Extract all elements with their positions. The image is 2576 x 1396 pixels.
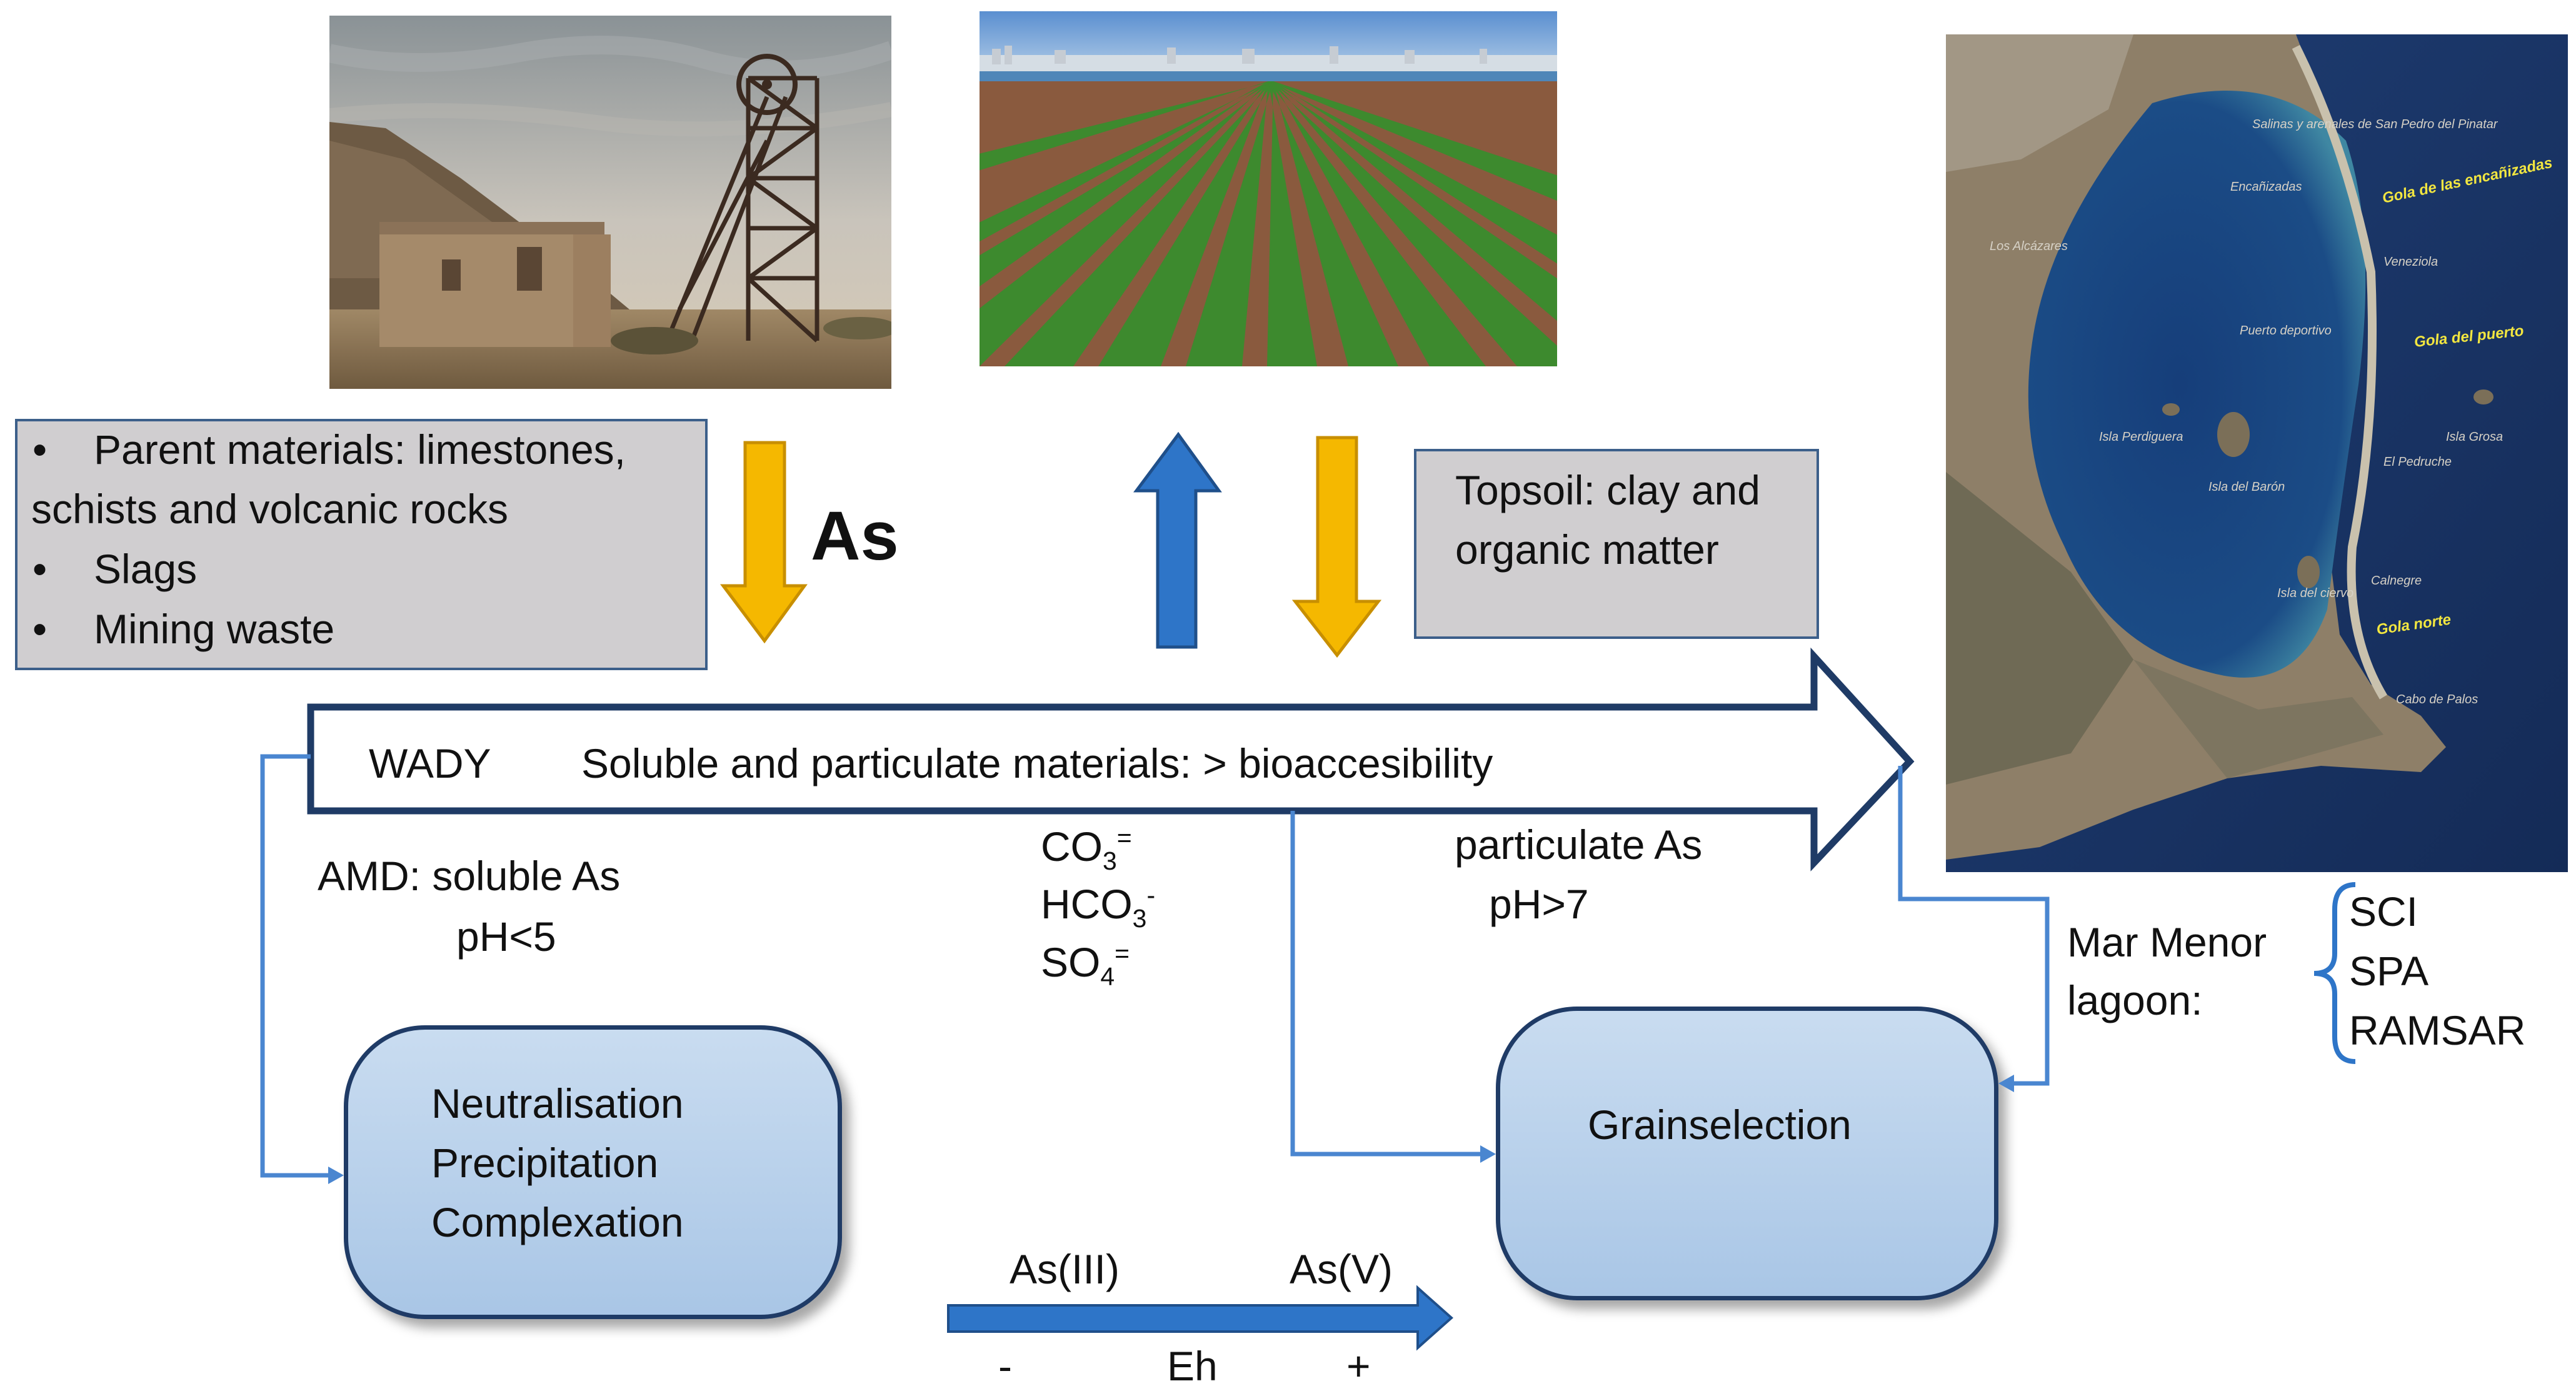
- arsenic-label: As: [811, 498, 899, 575]
- designation-spa: SPA: [2349, 948, 2429, 994]
- grainselection-box: [1496, 1007, 1998, 1300]
- map-label: Encañizadas: [2230, 180, 2302, 194]
- crop-field-photo: [980, 11, 1557, 366]
- mar-menor-lagoon: lagoon:: [2067, 977, 2203, 1023]
- bullet-dot: •: [33, 606, 48, 652]
- redox-minus: -: [998, 1343, 1012, 1389]
- map-label: Isla del ciervo: [2277, 586, 2353, 600]
- yellow-down-arrow: [720, 441, 808, 644]
- designation-ramsar: RAMSAR: [2349, 1007, 2526, 1053]
- map-label: Salinas y arenales de San Pedro del Pina…: [2252, 118, 2498, 131]
- particulate-ph: pH>7: [1489, 881, 1589, 927]
- redox-eh: Eh: [1167, 1343, 1218, 1389]
- ion-bicarbonate: HCO3-: [1041, 881, 1156, 933]
- designations-brace: [2313, 882, 2356, 1064]
- yellow-down-arrow: [1291, 436, 1382, 658]
- redox-as-v: As(V): [1290, 1246, 1393, 1292]
- process-neutralisation: Neutralisation: [431, 1080, 684, 1127]
- amd-label: AMD: soluble As: [318, 853, 621, 899]
- map-label: Calnegre: [2371, 574, 2422, 588]
- connector-to-neutralisation: [260, 754, 338, 1178]
- map-label: Veneziola: [2383, 255, 2438, 269]
- map-label: Puerto deportivo: [2240, 324, 2332, 338]
- connector-to-grainselection: [1290, 811, 1490, 1157]
- amd-ph: pH<5: [456, 913, 556, 960]
- mar-menor-satellite-map: Salinas y arenales de San Pedro del Pina…: [1946, 34, 2568, 872]
- ion-sulfate: SO4=: [1041, 939, 1130, 992]
- map-label: Isla Grosa: [2446, 430, 2503, 444]
- bullet-mining-waste: Mining waste: [94, 606, 335, 652]
- mine-headframe-photo: [329, 16, 891, 389]
- topsoil-box: [1414, 449, 1819, 639]
- main-flow-text: Soluble and particulate materials: > bio…: [581, 740, 1493, 786]
- source-materials-box: [15, 419, 708, 670]
- redox-plus: +: [1346, 1343, 1371, 1389]
- redox-arrow: [947, 1285, 1454, 1351]
- blue-up-arrow: [1133, 431, 1222, 649]
- wady-label: WADY: [369, 740, 491, 786]
- bullet-dot: •: [33, 426, 48, 473]
- main-flow-arrow: [307, 647, 1915, 871]
- designation-sci: SCI: [2349, 888, 2418, 935]
- connector-arrowhead: [1480, 1145, 1496, 1163]
- bullet-parent-materials: Parent materials: limestones,: [94, 426, 626, 473]
- map-label: Los Alcázares: [1990, 239, 2068, 253]
- ion-carbonate: CO3=: [1041, 823, 1132, 876]
- process-complexation: Complexation: [431, 1199, 684, 1245]
- bullet-slags: Slags: [94, 546, 198, 592]
- map-label: Cabo de Palos: [2396, 693, 2478, 706]
- bullet-continuation: schists and volcanic rocks: [31, 486, 508, 532]
- topsoil-line-1: Topsoil: clay and: [1455, 467, 1760, 513]
- map-label: El Pedruche: [2383, 455, 2452, 469]
- neutralisation-box: [344, 1025, 842, 1319]
- redox-as-iii: As(III): [1010, 1246, 1120, 1292]
- map-label: Isla del Barón: [2208, 480, 2285, 494]
- map-label: Isla Perdiguera: [2099, 430, 2183, 444]
- topsoil-line-2: organic matter: [1455, 526, 1719, 573]
- connector-arrowhead: [328, 1167, 344, 1184]
- connector-arrowhead: [1998, 1075, 2014, 1092]
- process-grainselection: Grainselection: [1588, 1102, 1852, 1148]
- connector-mar-menor: [1898, 766, 2050, 1086]
- particulate-label: particulate As: [1455, 821, 1703, 868]
- bullet-dot: •: [33, 546, 48, 592]
- process-precipitation: Precipitation: [431, 1140, 659, 1186]
- mar-menor-label: Mar Menor: [2067, 919, 2267, 965]
